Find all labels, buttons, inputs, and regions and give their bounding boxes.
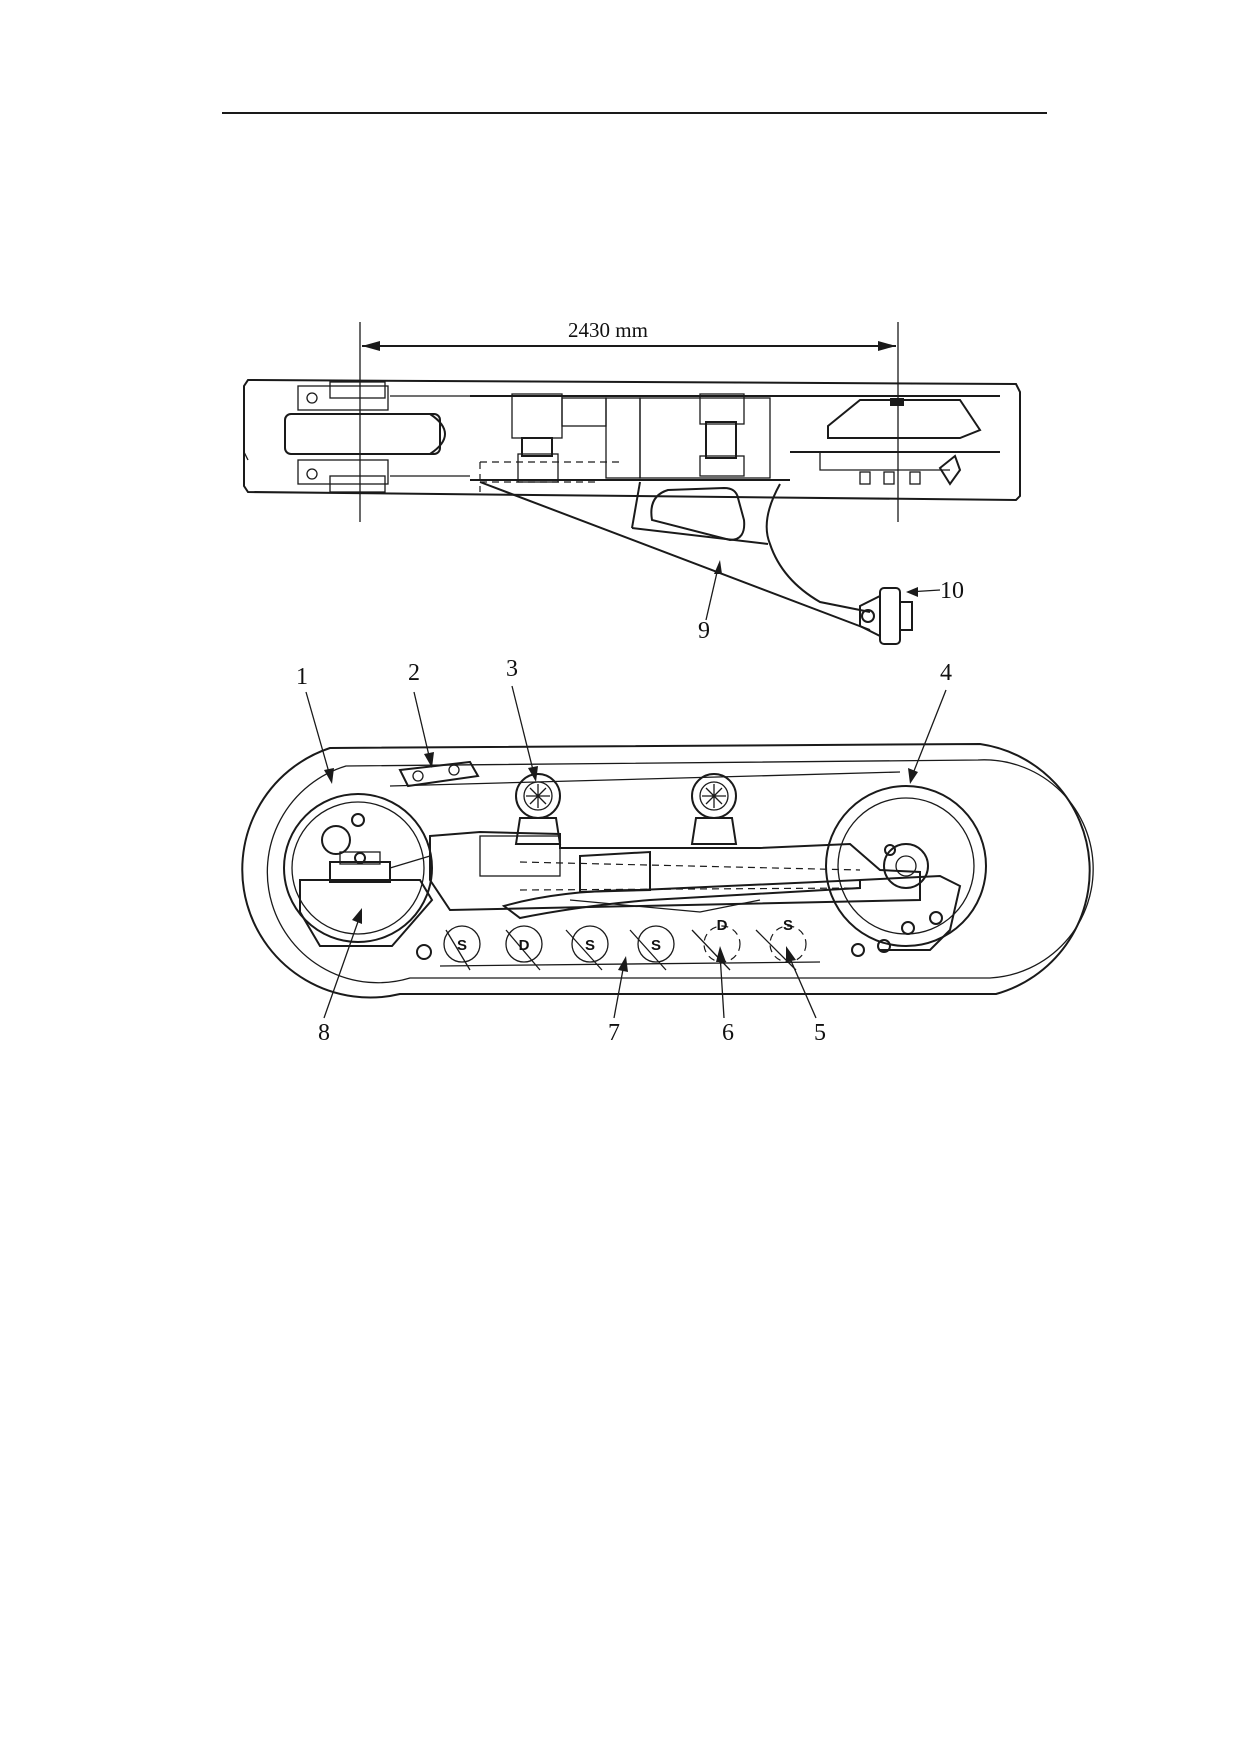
track-frame-outline [243, 378, 1021, 502]
leader-lines [305, 560, 947, 1019]
callout-6: 6 [722, 1020, 734, 1046]
page-header-rule [222, 112, 1047, 114]
roller-mark-5: D [717, 917, 728, 934]
track-shoe-link [398, 760, 480, 788]
frame-arm [479, 481, 871, 631]
track-chain-outline [241, 742, 1091, 999]
callout-8: 8 [318, 1020, 330, 1046]
roller-mark-6: S [783, 917, 793, 934]
roller-mark-2: D [519, 937, 530, 954]
part-10-mount [859, 587, 913, 645]
callout-3: 3 [506, 656, 518, 682]
roller-mark-4: S [651, 937, 661, 954]
callout-9: 9 [698, 618, 710, 644]
roller-mark-3: S [585, 937, 595, 954]
idler-assembly-top [284, 381, 470, 493]
dimension-label: 2430 mm [568, 318, 648, 342]
dimension-line [359, 322, 899, 522]
callout-7: 7 [608, 1020, 620, 1046]
callout-4: 4 [940, 660, 952, 686]
drive-sprocket [825, 785, 987, 951]
roller-marks: S D S S D S [457, 917, 793, 954]
callout-5: 5 [814, 1020, 826, 1046]
sprocket-end-top [790, 395, 1000, 486]
track-rollers [416, 911, 943, 971]
roller-mark-1: S [457, 937, 467, 954]
carrier-rollers-top [470, 393, 790, 492]
recoil-block [299, 851, 434, 947]
callout-10: 10 [940, 578, 964, 604]
callout-2: 2 [408, 660, 420, 686]
front-idler [283, 793, 433, 943]
track-frame-side [429, 830, 921, 920]
top-view: 2430 mm [243, 318, 1021, 645]
carrier-roller-right [690, 773, 738, 845]
callout-1: 1 [296, 664, 308, 690]
callouts: 9 10 1 2 3 4 8 7 6 5 [296, 578, 964, 1046]
side-view: S D S S D S [241, 742, 1094, 999]
